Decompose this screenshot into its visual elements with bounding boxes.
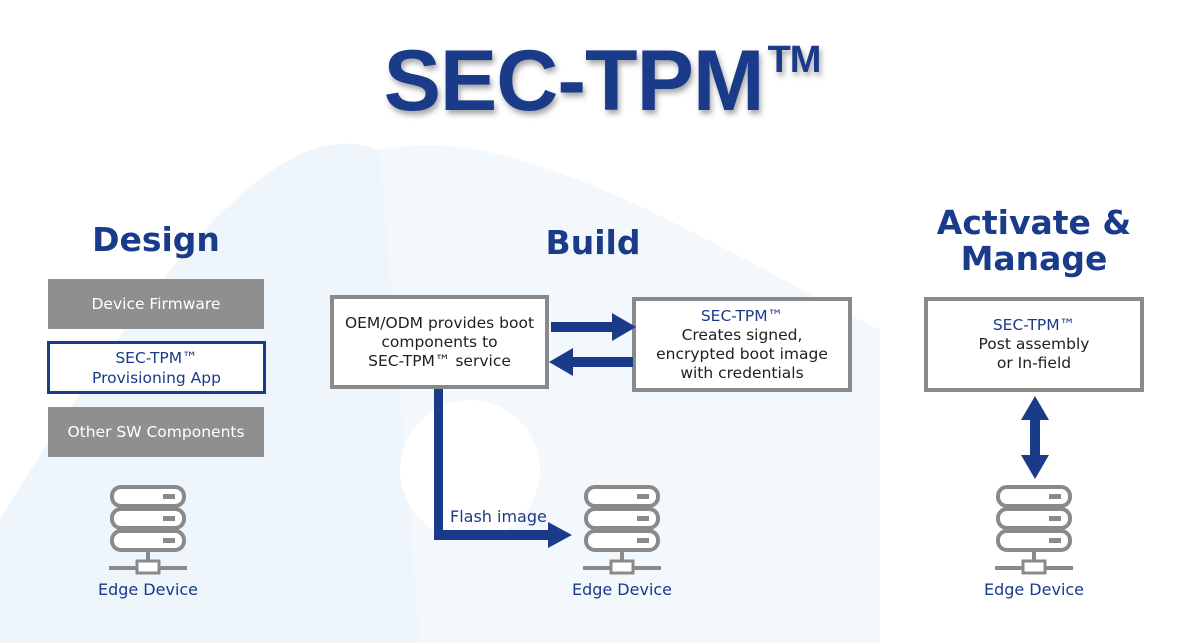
arrow-to-service (551, 313, 636, 341)
service-box-line3: with credentials (680, 363, 804, 382)
device-firmware-pill: Device Firmware (48, 279, 264, 329)
server-icon-build (583, 485, 661, 575)
design-device-label: Edge Device (97, 580, 199, 599)
activate-heading-line2: Manage (960, 239, 1108, 278)
device-firmware-label: Device Firmware (91, 295, 221, 313)
activate-box-line1: Post assembly (978, 335, 1090, 353)
oem-box-line3: SEC-TPM™ service (368, 351, 511, 370)
activate-heading: Activate & Manage (908, 205, 1160, 277)
activate-box-title: SEC-TPM™ (992, 316, 1076, 334)
provisioning-app-pill: SEC-TPM™ Provisioning App (47, 341, 266, 394)
arrow-to-oem (549, 348, 633, 376)
title-text: SEC-TPM (383, 33, 765, 129)
oem-odm-box: OEM/ODM provides boot components to SEC-… (330, 295, 549, 389)
service-box-title: SEC-TPM™ (700, 306, 784, 325)
activate-device-label: Edge Device (983, 580, 1085, 599)
flash-image-arrow (434, 389, 572, 548)
server-icon-activate (995, 485, 1073, 575)
design-heading: Design (92, 220, 220, 259)
trademark-mark: TM (767, 39, 822, 81)
other-sw-components-label: Other SW Components (67, 423, 245, 441)
activate-heading-line1: Activate & (936, 203, 1132, 242)
build-device-label: Edge Device (571, 580, 673, 599)
bidirectional-arrow (1021, 396, 1049, 479)
other-sw-components-pill: Other SW Components (48, 407, 264, 457)
flash-image-label: Flash image (450, 507, 547, 526)
activate-box-line2: or In-field (996, 354, 1072, 372)
service-box-line2: encrypted boot image (656, 344, 828, 363)
provisioning-app-label-line2: Provisioning App (92, 368, 221, 387)
oem-box-line1: OEM/ODM provides boot (344, 313, 535, 332)
server-icon-design (109, 485, 187, 575)
build-heading: Build (545, 223, 641, 262)
provisioning-app-label-line1: SEC-TPM™ (115, 348, 198, 367)
service-box-line1: Creates signed, (681, 325, 803, 344)
activate-sec-tpm-box: SEC-TPM™ Post assembly or In-field (924, 297, 1144, 392)
oem-box-line2: components to (381, 332, 498, 351)
sec-tpm-service-box: SEC-TPM™ Creates signed, encrypted boot … (632, 297, 852, 392)
